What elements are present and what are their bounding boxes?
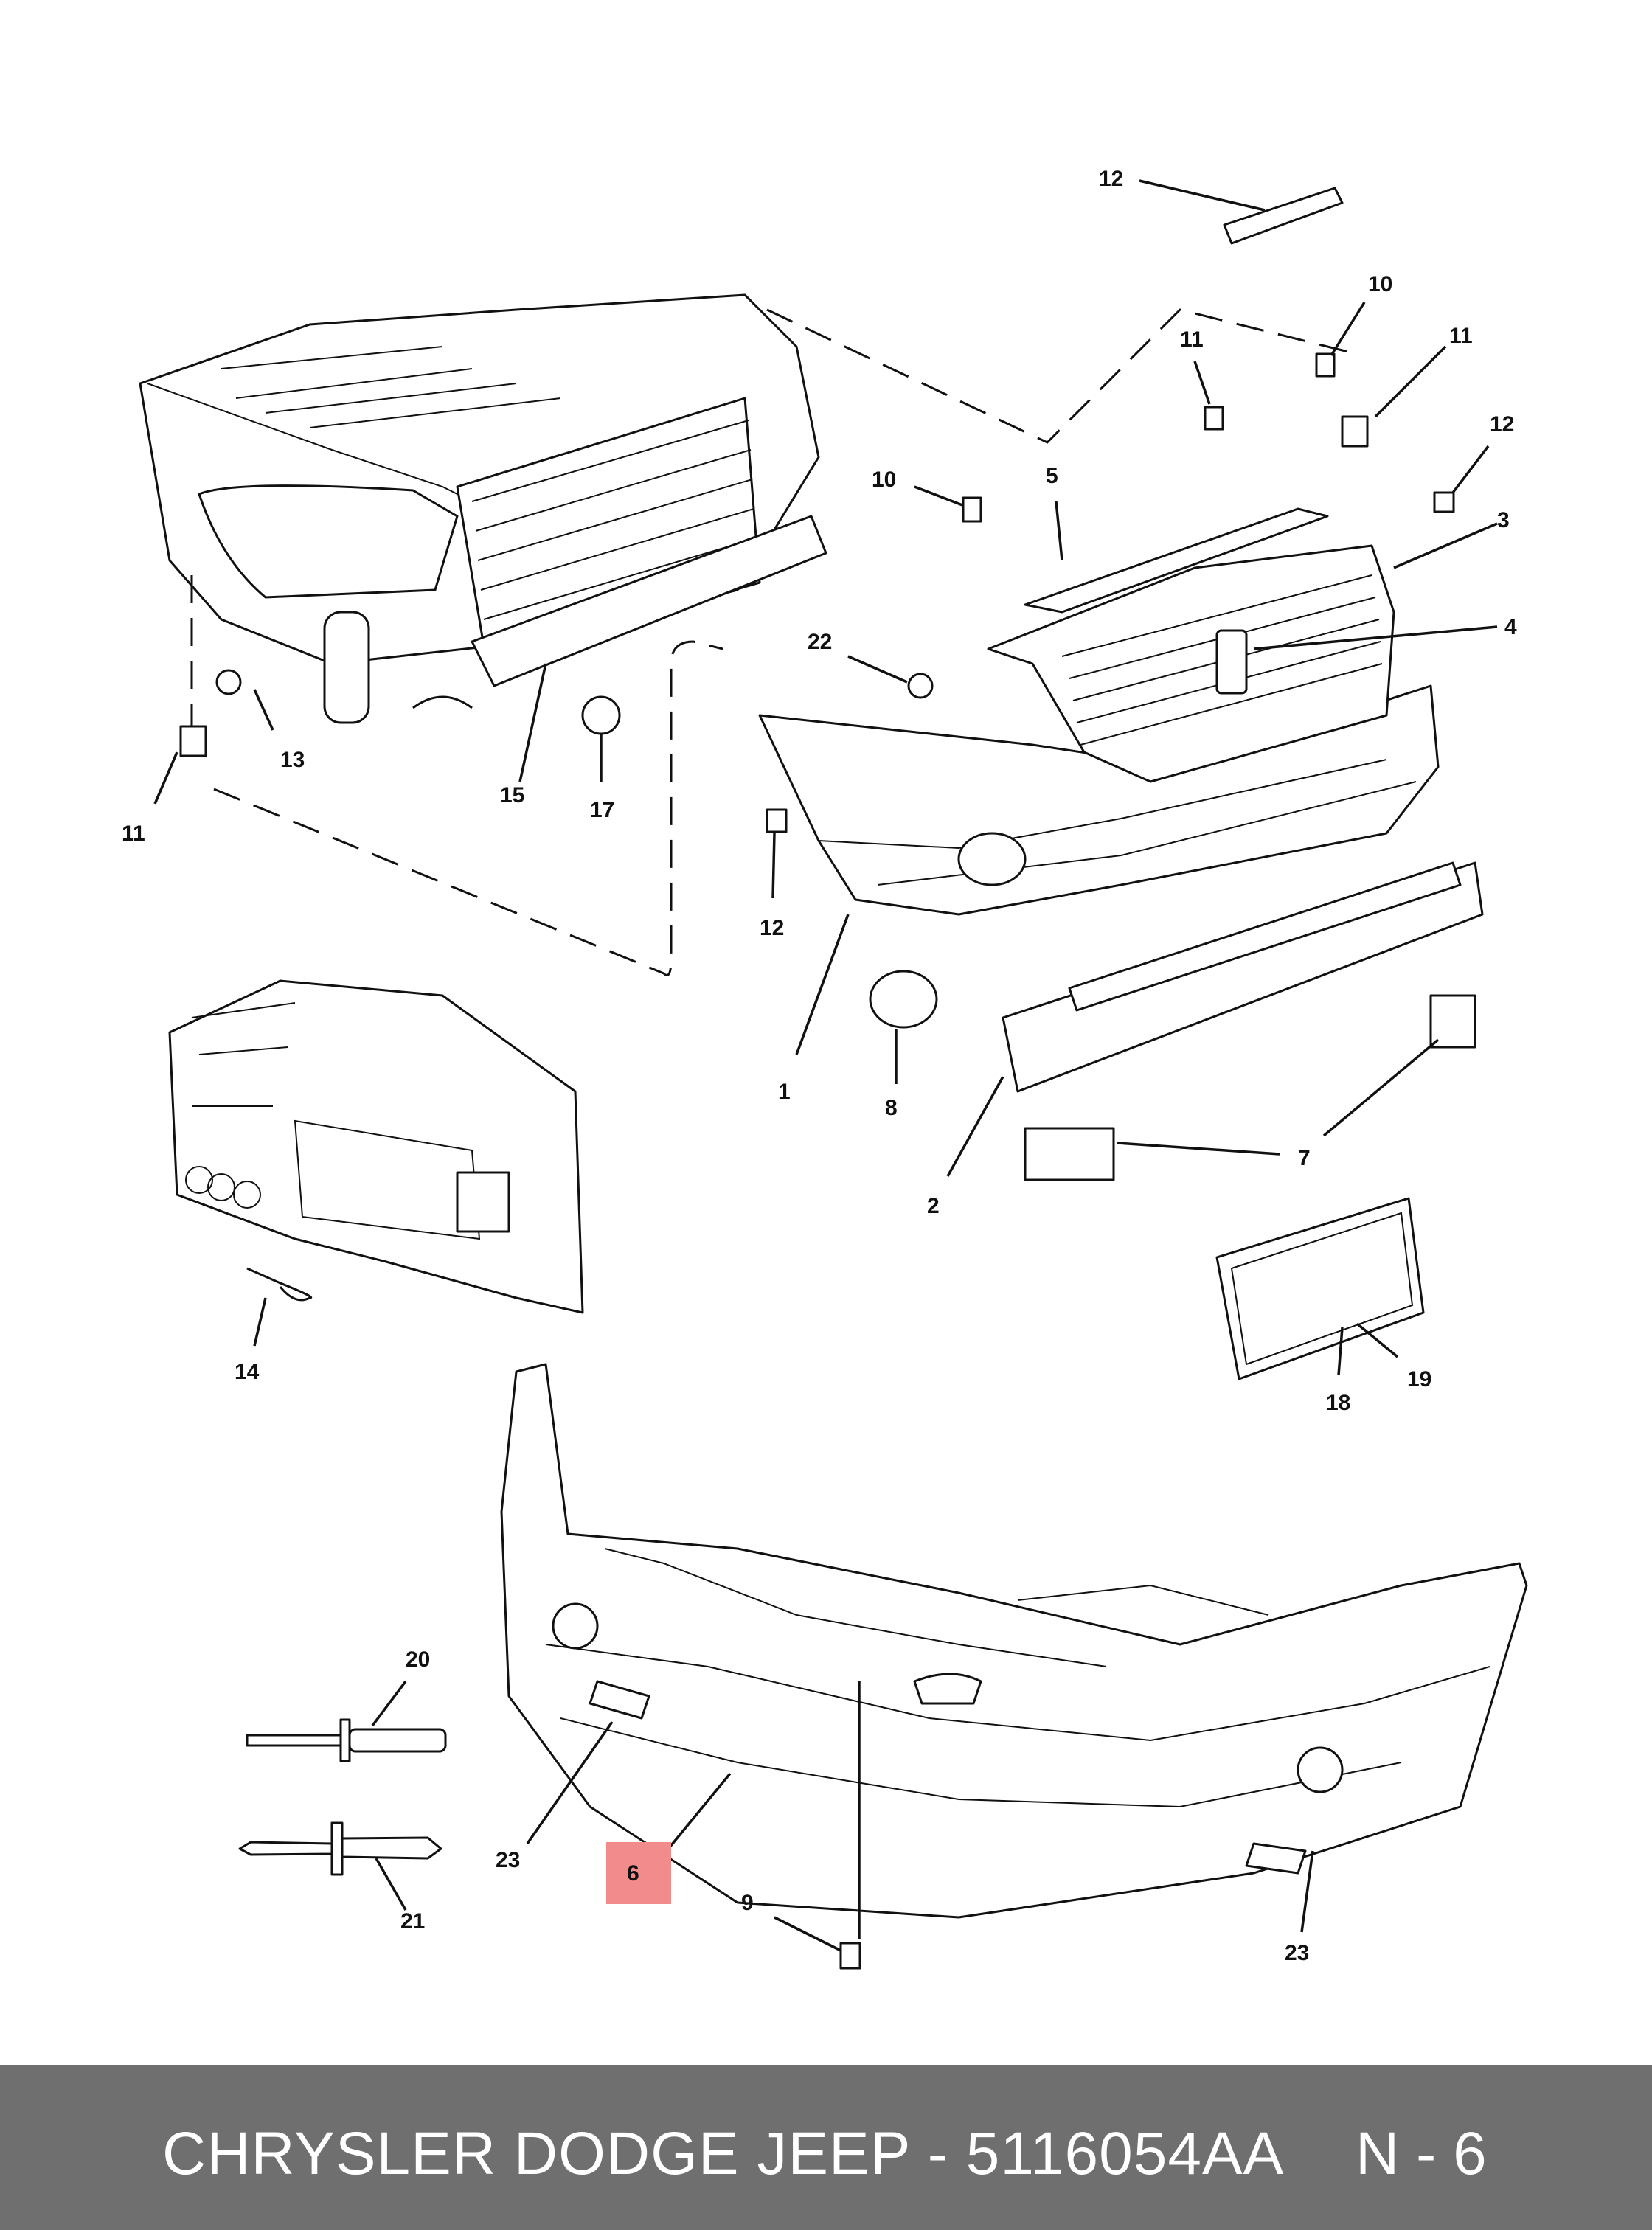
callout-18: 18 (1326, 1391, 1350, 1415)
callout-15: 15 (500, 783, 524, 807)
parts-diagram: 12 10 11 11 12 10 5 3 4 22 13 11 15 17 1… (122, 167, 1528, 1970)
callout-11-left: 11 (122, 822, 145, 846)
callout-19: 19 (1407, 1367, 1431, 1392)
dashed-outline-left (213, 640, 723, 976)
callout-12-right: 12 (1490, 412, 1514, 437)
callout-9: 9 (741, 1891, 754, 1915)
dashboard-illustration (168, 979, 584, 1314)
fog-lamp-bezel (869, 970, 938, 1029)
callout-12-left: 12 (760, 916, 784, 940)
callout-11-right: 11 (1449, 324, 1473, 348)
callout-22: 22 (808, 630, 832, 654)
callout-1: 1 (778, 1080, 791, 1104)
callout-5: 5 (1046, 464, 1058, 488)
callout-7: 7 (1298, 1146, 1311, 1170)
callout-13: 13 (280, 748, 305, 772)
callout-23-left: 23 (496, 1848, 520, 1872)
dashed-outline-upper (766, 308, 1358, 444)
callout-23-right: 23 (1285, 1941, 1309, 1965)
callout-4: 4 (1504, 615, 1517, 639)
fasteners (179, 352, 1455, 1970)
callout-3: 3 (1497, 508, 1510, 532)
callout-labels: 12 10 11 11 12 10 5 3 4 22 13 11 15 17 1… (122, 167, 1517, 1965)
rivet-21 (238, 1821, 442, 1876)
callout-10-top: 10 (1368, 272, 1392, 296)
license-plate-bracket (1215, 1197, 1425, 1380)
callout-21: 21 (400, 1909, 425, 1934)
callout-2: 2 (927, 1194, 940, 1218)
leader-lines (153, 179, 1498, 1952)
callout-20: 20 (406, 1647, 430, 1672)
callout-14: 14 (235, 1360, 260, 1384)
callout-11-top: 11 (1180, 327, 1204, 352)
part-number-title: CHRYSLER DODGE JEEP - 5116054AA (162, 2120, 1285, 2187)
rivet-20 (246, 1718, 447, 1762)
page-code: N - 6 (1356, 2120, 1487, 2187)
callout-10-left: 10 (872, 468, 896, 492)
highlight-box (606, 1842, 671, 1904)
lower-fascia-illustration (500, 1363, 1528, 1919)
engine-bay-illustration (139, 293, 827, 724)
callout-17: 17 (590, 798, 614, 822)
front-fascia-upper (758, 187, 1440, 916)
callout-6: 6 (627, 1861, 639, 1886)
callout-8: 8 (885, 1096, 898, 1120)
footer-bar: CHRYSLER DODGE JEEP - 5116054AA N - 6 (0, 2065, 1652, 2230)
callout-16: 12 (1099, 167, 1123, 191)
